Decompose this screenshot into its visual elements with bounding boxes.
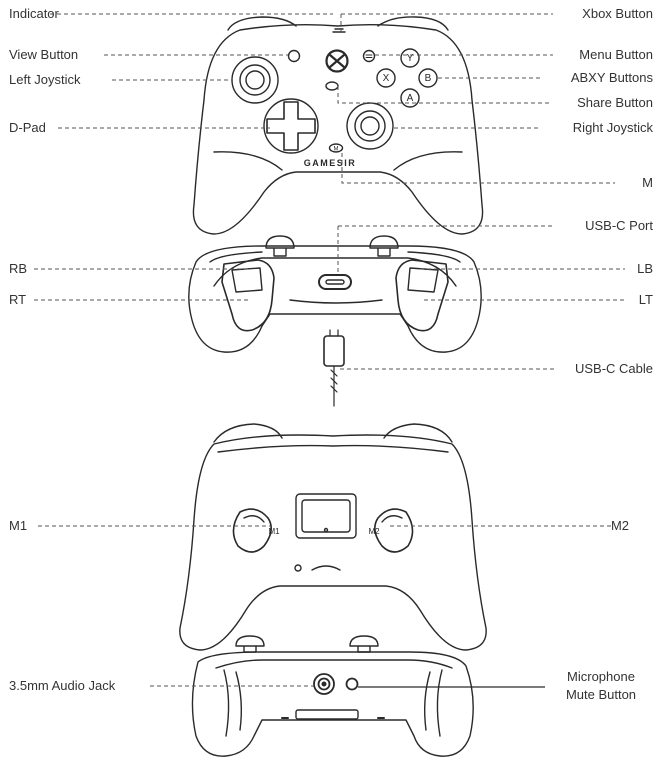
left-joystick-icon — [231, 56, 279, 104]
m-button-icon — [328, 143, 344, 153]
top-body-edge — [213, 257, 457, 287]
usbc-cable-icon — [329, 329, 339, 407]
top-left-stick — [265, 235, 295, 257]
label-rt: RT — [9, 292, 27, 307]
label-mic-mute-line2: Mute Button — [565, 687, 637, 702]
label-lt: LT — [638, 292, 653, 307]
face-y-mark: Y — [407, 53, 414, 64]
back-view — [179, 423, 487, 651]
label-dpad: D-Pad — [9, 120, 46, 135]
right-joystick-icon — [346, 102, 394, 150]
face-button-y-icon — [400, 48, 420, 68]
label-usbc-port: USB-C Port — [585, 218, 653, 233]
label-share-button: Share Button — [577, 95, 653, 110]
front-right-bumper — [377, 16, 449, 31]
xbox-logo-icon — [328, 53, 346, 69]
view-button-icon — [287, 49, 301, 63]
back-m1-mark: M1 — [268, 527, 280, 536]
label-m2: M2 — [610, 518, 629, 533]
front-body-inner-line-r — [393, 151, 463, 171]
leader-share — [337, 86, 551, 104]
back-right-bumper — [383, 423, 453, 443]
bottom-view — [191, 635, 474, 757]
face-a-mark: A — [407, 93, 414, 104]
dpad-ring-icon — [263, 98, 319, 154]
bottom-left-stick — [235, 635, 265, 653]
label-xbox-button: Xbox Button — [582, 6, 653, 21]
face-button-a-icon — [400, 88, 420, 108]
leader-m — [341, 153, 615, 184]
face-button-b-icon — [418, 68, 438, 88]
back-plate — [295, 493, 357, 539]
paddle-m2-icon — [374, 508, 414, 553]
label-m1: M1 — [9, 518, 28, 533]
indicator-icon — [332, 28, 346, 33]
front-left-bumper — [227, 16, 297, 31]
face-button-x-icon — [376, 68, 396, 88]
face-b-mark: B — [425, 73, 432, 84]
paddle-m1-icon — [232, 508, 272, 553]
audio-jack-icon — [313, 673, 335, 695]
brand-mark: GAMESIR — [304, 158, 357, 168]
label-abxy-buttons: ABXY Buttons — [570, 70, 653, 85]
bottom-trigger-right — [423, 669, 443, 737]
label-lb: LB — [637, 261, 653, 276]
menu-button-icon — [362, 49, 376, 63]
front-view — [192, 16, 484, 235]
label-indicator: Indicator — [9, 6, 59, 21]
bottom-trigger-left — [223, 669, 243, 737]
back-left-bumper — [213, 423, 283, 443]
xbox-button-icon — [325, 49, 349, 73]
bottom-slot — [295, 709, 359, 720]
back-body — [179, 434, 487, 651]
front-body-inner-line — [213, 151, 283, 171]
front-body — [192, 23, 484, 235]
usbc-port-icon — [318, 274, 352, 290]
back-top-edge — [217, 444, 449, 453]
face-x-mark: X — [383, 73, 390, 84]
trigger-rt-icon — [221, 259, 275, 332]
m-button-mark: M — [334, 147, 339, 153]
mic-mute-button-icon — [345, 677, 359, 691]
bottom-body — [191, 651, 474, 757]
back-bottom-slot — [311, 565, 341, 571]
bumper-lb-icon — [407, 251, 461, 263]
label-left-joystick: Left Joystick — [9, 72, 81, 87]
label-mic-mute-line1: Microphone — [567, 669, 635, 684]
dpad-icon — [266, 101, 316, 151]
bottom-right-stick — [349, 635, 379, 653]
back-m2-mark: M2 — [368, 527, 380, 536]
share-button-icon — [325, 81, 339, 91]
label-rb: RB — [9, 261, 28, 276]
usbc-cable-plug-icon — [323, 335, 345, 367]
top-view — [188, 235, 482, 407]
top-body — [188, 245, 482, 353]
label-menu-button: Menu Button — [579, 47, 653, 62]
top-right-stick — [369, 235, 399, 257]
label-view-button: View Button — [9, 47, 79, 62]
bumper-rb-icon — [209, 251, 263, 263]
label-right-joystick: Right Joystick — [572, 120, 653, 135]
label-m: M — [642, 175, 653, 190]
trigger-lt-icon — [395, 259, 449, 332]
label-usbc-cable: USB-C Cable — [574, 361, 653, 376]
label-audio-jack: 3.5mm Audio Jack — [9, 678, 116, 693]
